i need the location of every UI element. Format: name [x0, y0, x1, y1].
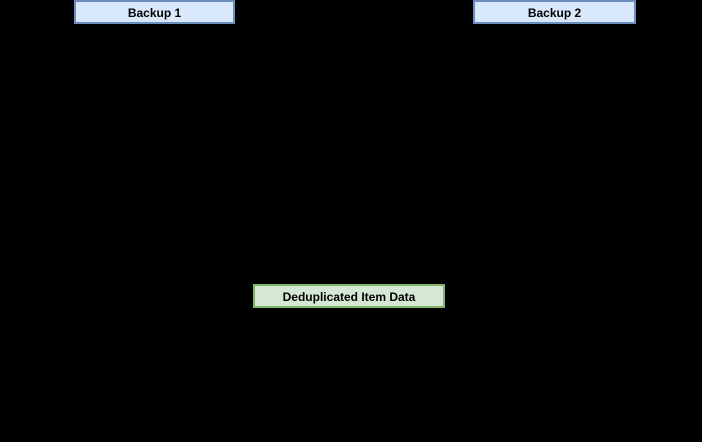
node-backup-1-notch-top	[74, 123, 77, 126]
node-deduplicated-item-data-notch-right-top	[443, 352, 446, 355]
node-deduplicated-item-data-title: Deduplicated Item Data	[253, 284, 445, 308]
node-deduplicated-item-data-body	[253, 308, 445, 440]
node-deduplicated-item-data-notch-left-top	[253, 352, 256, 355]
node-backup-1-notch-bottom	[74, 133, 77, 136]
node-backup-2-title: Backup 2	[473, 0, 636, 24]
node-backup-1-body	[74, 24, 235, 203]
node-backup-2[interactable]: Backup 2	[473, 0, 636, 203]
node-deduplicated-item-data[interactable]: Deduplicated Item Data	[253, 284, 445, 440]
node-backup-1-title: Backup 1	[74, 0, 235, 24]
node-backup-1[interactable]: Backup 1	[74, 0, 235, 203]
node-backup-2-body	[473, 24, 636, 203]
node-backup-2-notch-bottom	[634, 136, 637, 139]
node-deduplicated-item-data-notch-left-bottom	[253, 385, 256, 388]
node-deduplicated-item-data-notch-right-bottom	[443, 385, 446, 388]
node-backup-2-notch-top	[634, 105, 637, 108]
